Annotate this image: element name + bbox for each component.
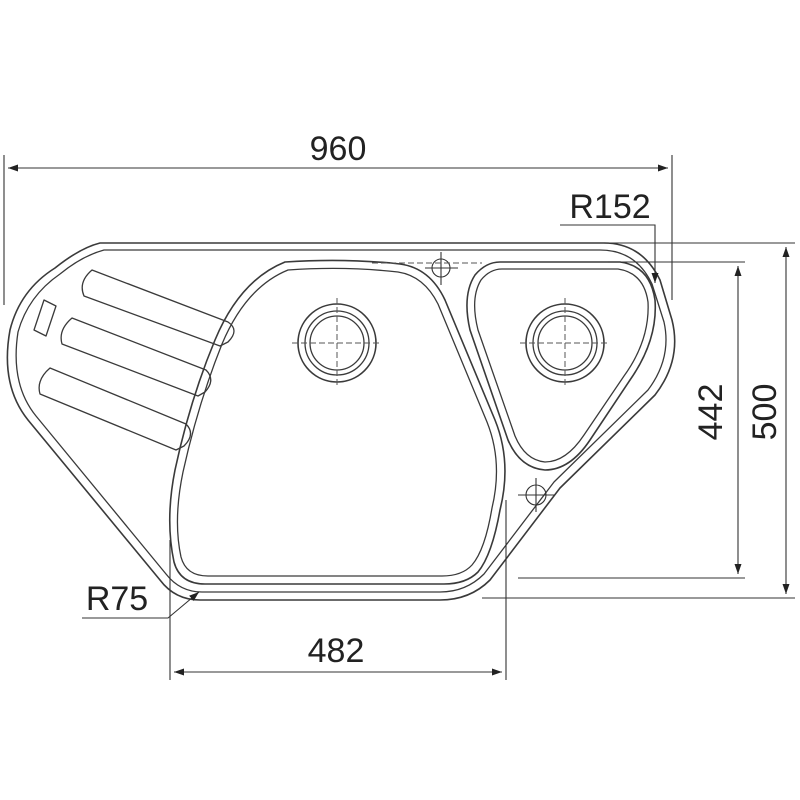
overflow-slot [33,299,57,337]
small-bowl [466,261,657,471]
small-bowl-inner [474,268,649,463]
drainer-groove [38,367,192,451]
drain-main [292,298,382,388]
dimension-500: 500 [482,242,795,599]
drain-small [520,298,610,388]
main-bowl-inner [176,267,498,577]
dimension-482: 482 [169,500,507,680]
dimension-442: 442 [518,261,745,579]
drainer-groove [60,317,212,397]
sink-outer-outline [6,242,676,601]
dimension-960-label: 960 [310,130,367,168]
sink-rim-inner [15,249,667,593]
tap-hole-top [425,252,458,285]
tap-hole-side [518,478,554,512]
dimension-960: 960 [3,130,673,305]
main-bowl [168,259,506,585]
dimension-500-label: 500 [746,384,784,441]
dimension-482-label: 482 [308,632,365,670]
dimension-r75: R75 [82,580,200,619]
dimension-442-label: 442 [692,384,730,441]
dimension-r152: R152 [560,188,659,283]
drainer-groove [81,269,235,347]
drainer-grooves [33,269,235,451]
dimension-r75-label: R75 [86,580,148,618]
dimension-r152-label: R152 [569,188,650,226]
